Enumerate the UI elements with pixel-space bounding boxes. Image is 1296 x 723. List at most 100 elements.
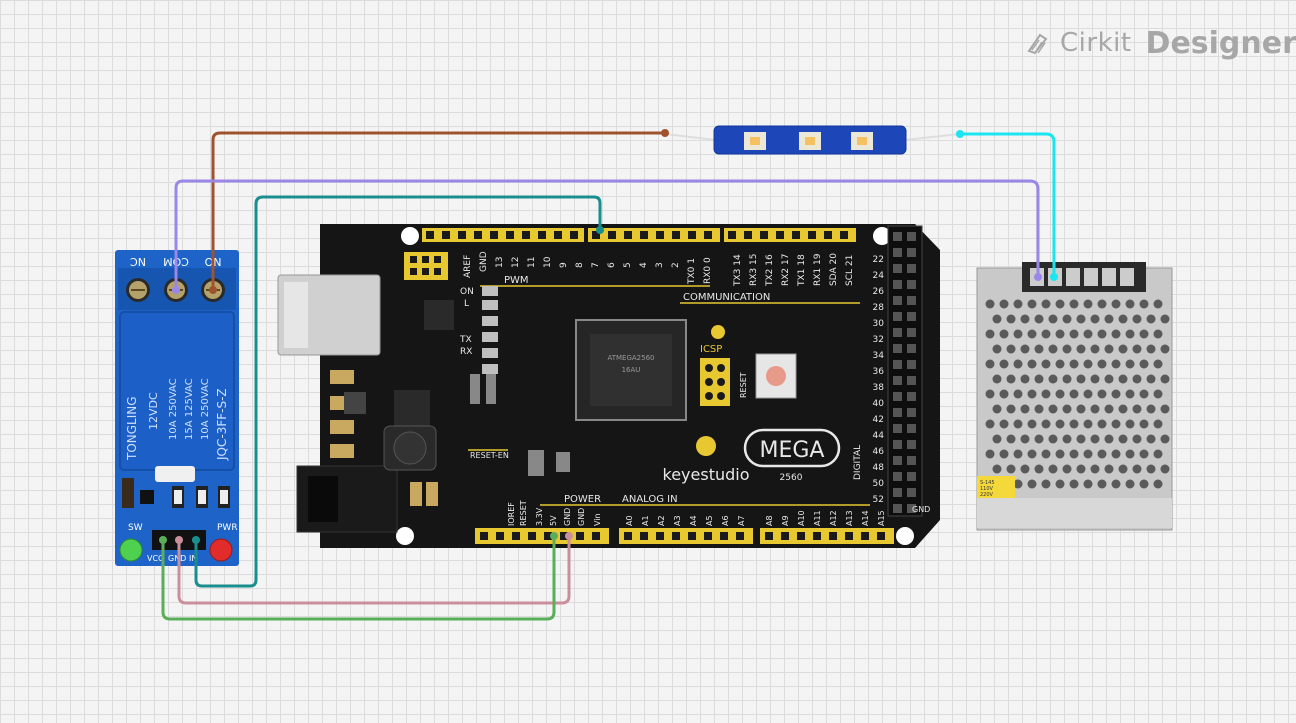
- label-a3: A3: [673, 515, 682, 526]
- psu-vent-hole: [985, 359, 995, 369]
- psu-vent-hole: [1104, 464, 1114, 474]
- psu-vent-hole: [1139, 419, 1149, 429]
- digital-pin-hole: [893, 472, 902, 481]
- psu-vent-hole: [992, 404, 1002, 414]
- wire-green[interactable]: [161, 536, 556, 621]
- led-strip[interactable]: [664, 125, 961, 155]
- label-a4: A4: [689, 515, 698, 526]
- psu-vent-hole: [1041, 359, 1051, 369]
- relay-rating-3: 10A 250VAC: [200, 378, 211, 440]
- psu-vent-hole: [1104, 434, 1114, 444]
- psu-vent-hole: [1132, 464, 1142, 474]
- psu-vent-hole: [999, 329, 1009, 339]
- label-pin-18: TX1 18: [797, 254, 807, 287]
- psu-vent-hole: [1132, 314, 1142, 324]
- psu-terminal-block[interactable]: [1030, 268, 1134, 286]
- label-a6: A6: [721, 515, 730, 526]
- psu-vent-hole: [1041, 389, 1051, 399]
- psu-vent-hole: [1083, 419, 1093, 429]
- psu-vent-hole: [1020, 404, 1030, 414]
- psu-vent-hole: [1041, 419, 1051, 429]
- psu-vent-hole: [1048, 344, 1058, 354]
- psu-vent-hole: [1034, 374, 1044, 384]
- wire-purple[interactable]: [174, 179, 1040, 290]
- relay-module[interactable]: NC COM NO TONGLING 12VDC 10A 250V: [115, 250, 239, 566]
- label-pin-15: RX3 15: [749, 254, 759, 286]
- psu-vent-hole: [1062, 464, 1072, 474]
- psu-vent-hole: [1055, 329, 1065, 339]
- psu-vent-hole: [1048, 434, 1058, 444]
- power-supply[interactable]: S-145 110V 220V: [976, 262, 1173, 531]
- psu-vent-hole: [1069, 389, 1079, 399]
- psu-vent-hole: [1125, 449, 1135, 459]
- psu-vent-hole: [1153, 419, 1163, 429]
- psu-vent-hole: [1027, 419, 1037, 429]
- digital-header[interactable]: [887, 225, 923, 517]
- psu-vent-hole: [1090, 374, 1100, 384]
- label-gnd-top: GND: [479, 251, 489, 272]
- psu-vent-hole: [1125, 359, 1135, 369]
- digital-pin-hole: [907, 328, 916, 337]
- label-pwm: PWM: [504, 275, 529, 286]
- label-a11: A11: [813, 510, 822, 526]
- psu-vent-hole: [1118, 344, 1128, 354]
- psu-vent-hole: [1006, 404, 1016, 414]
- label-tx: TX: [459, 335, 472, 345]
- label-pin-3: 3: [655, 262, 665, 268]
- digital-pin-hole: [907, 344, 916, 353]
- label-pin-19: RX1 19: [813, 253, 823, 286]
- psu-vent-hole: [1069, 299, 1079, 309]
- label-l: L: [464, 299, 469, 309]
- psu-vent-hole: [1104, 344, 1114, 354]
- digital-pin-hole: [907, 424, 916, 433]
- relay-screw-terminal-nc[interactable]: [126, 278, 150, 302]
- psu-vent-hole: [1076, 404, 1086, 414]
- label-pin-5: 5: [623, 262, 633, 268]
- psu-vent-hole: [1013, 479, 1023, 489]
- label-a5: A5: [705, 515, 714, 526]
- psu-vent-hole: [1153, 449, 1163, 459]
- label-a8: A8: [765, 515, 774, 526]
- psu-label-sticker: [977, 476, 1015, 498]
- relay-terminal-nc: NC: [130, 255, 146, 268]
- psu-vent-hole: [985, 419, 995, 429]
- digital-pin-hole: [907, 232, 916, 241]
- wire-brown[interactable]: [211, 131, 665, 290]
- psu-vent-hole: [992, 434, 1002, 444]
- psu-vent-hole: [1090, 434, 1100, 444]
- board-model-number: 2560: [780, 473, 803, 483]
- label-pin-52: 52: [873, 495, 884, 505]
- psu-vent-hole: [1104, 404, 1114, 414]
- label-pin-17: RX2 17: [781, 254, 791, 286]
- psu-vent-hole: [1132, 434, 1142, 444]
- psu-vent-hole: [985, 299, 995, 309]
- label-pin-30: 30: [873, 319, 885, 329]
- arduino-mega-board[interactable]: AREF GND 13 12 11 10 9 8 7 6 5 4 3 2 TX0…: [277, 224, 940, 548]
- psu-vent-hole: [1146, 404, 1156, 414]
- label-pin-13: 13: [495, 257, 505, 268]
- label-a15: A15: [877, 510, 886, 526]
- psu-vent-hole: [1125, 479, 1135, 489]
- psu-vent-hole: [1083, 479, 1093, 489]
- label-pin-34: 34: [873, 351, 885, 361]
- psu-vent-hole: [1041, 449, 1051, 459]
- psu-vent-hole: [1111, 449, 1121, 459]
- digital-pin-hole: [907, 280, 916, 289]
- label-on: ON: [460, 287, 474, 297]
- psu-vent-hole: [1160, 344, 1170, 354]
- label-icsp: ICSP: [700, 344, 722, 355]
- label-pin-26: 26: [873, 287, 885, 297]
- wire-cyan[interactable]: [960, 132, 1056, 277]
- wire-pink[interactable]: [177, 536, 571, 605]
- psu-vent-hole: [1111, 479, 1121, 489]
- psu-vent-hole: [1013, 359, 1023, 369]
- digital-pin-hole: [907, 360, 916, 369]
- wire-teal[interactable]: [194, 195, 602, 588]
- psu-vent-hole: [1118, 464, 1128, 474]
- label-pin-9: 9: [559, 262, 569, 268]
- label-pin-12: 12: [511, 257, 521, 268]
- relay-brand: TONGLING: [125, 396, 139, 461]
- label-pin-16: TX2 16: [765, 254, 775, 287]
- digital-pin-hole: [893, 344, 902, 353]
